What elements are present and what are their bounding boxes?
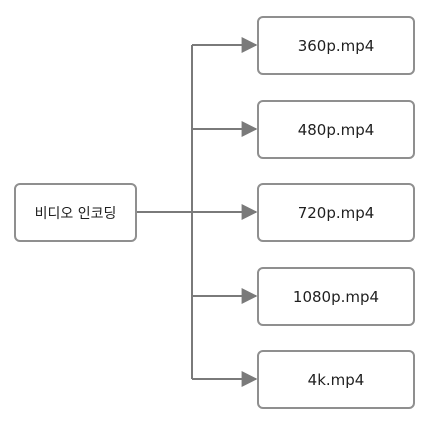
output-node-label: 360p.mp4 (297, 36, 375, 55)
output-node-1080p: 1080p.mp4 (257, 267, 415, 326)
source-node-label: 비디오 인코딩 (34, 205, 117, 222)
output-node-label: 4k.mp4 (307, 370, 365, 389)
output-node-label: 720p.mp4 (297, 203, 375, 222)
output-node-720p: 720p.mp4 (257, 183, 415, 242)
source-node-video-encoding: 비디오 인코딩 (14, 183, 137, 242)
output-node-4k: 4k.mp4 (257, 350, 415, 409)
output-node-360p: 360p.mp4 (257, 16, 415, 75)
output-node-label: 1080p.mp4 (292, 287, 380, 306)
output-node-label: 480p.mp4 (297, 120, 375, 139)
output-node-480p: 480p.mp4 (257, 100, 415, 159)
